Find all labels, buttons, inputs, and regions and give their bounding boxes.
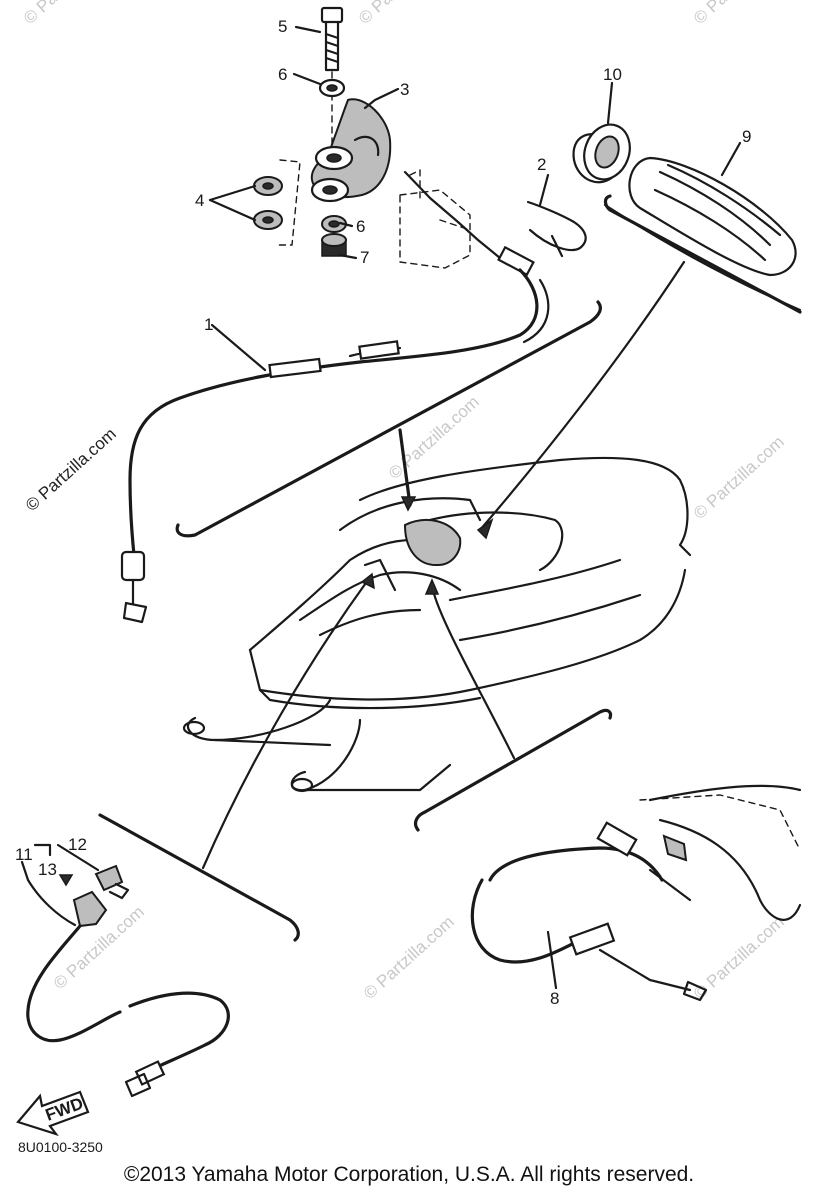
fwd-arrow: FWD [16,1090,90,1137]
part-label-12: 12 [68,835,87,854]
watermark-main: © Partzilla.com [22,424,120,515]
part-label-2: 2 [537,155,546,174]
part-label-4: 4 [195,191,204,210]
watermark: © Partzilla.com [355,0,453,28]
part-label-10: 10 [603,65,622,84]
part-label-9: 9 [742,127,751,146]
snowmobile-body [182,456,692,793]
group-brackets [98,194,802,942]
part-label-5: 5 [278,17,287,36]
watermark: © Partzilla.com [690,432,788,523]
watermark: © Partzilla.com [20,0,118,28]
part-label-7: 7 [360,248,369,267]
part-labels: 5 6 3 4 6 7 2 10 9 1 11 12 13 8 [15,17,751,1008]
part-label-8: 8 [550,989,559,1008]
part-label-11: 11 [15,845,33,864]
brake-cable-assembly [470,784,802,1002]
choke-cable-assembly [20,843,230,1098]
throttle-cable-part-1 [120,268,550,624]
clip-part-2 [526,200,587,258]
part-label-13: 13 [38,860,57,879]
watermark: © Partzilla.com [360,912,458,1003]
diagram-code: 8U0100-3250 [18,1139,103,1155]
part-label-3: 3 [400,80,409,99]
part-leaders [208,25,742,990]
arrowheads [360,496,494,595]
copyright-notice: ©2013 Yamaha Motor Corporation, U.S.A. A… [123,1163,695,1186]
part-label-6-top: 6 [278,65,287,84]
watermark: © Partzilla.com [690,0,788,28]
throttle-housing [399,169,535,277]
grip-and-ring [572,123,802,312]
part-label-1: 1 [204,315,213,334]
part-label-6-bottom: 6 [356,217,365,236]
throttle-lever-assembly [253,6,392,257]
